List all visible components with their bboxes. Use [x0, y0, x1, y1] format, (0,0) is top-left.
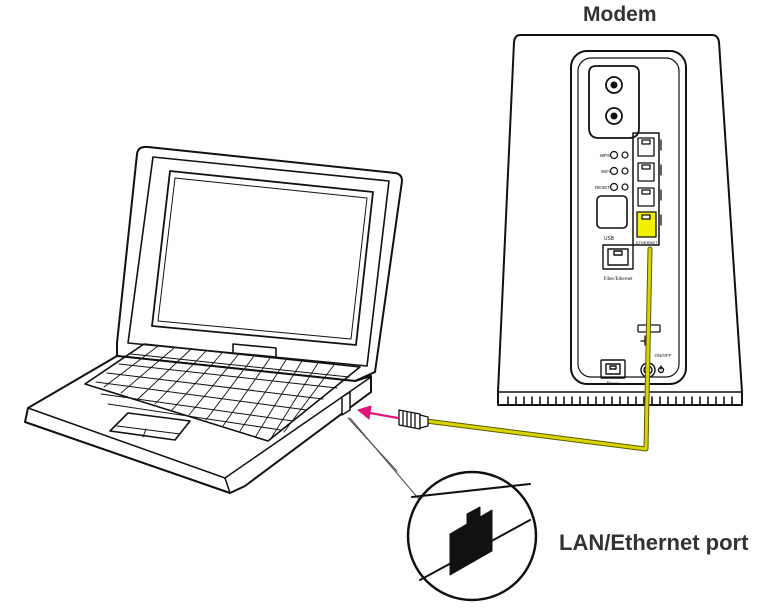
modem: WPS WiFi RESET ETHERNET USB: [497, 34, 743, 406]
indicator-label-wps: WPS: [600, 153, 610, 158]
touchpad: [109, 412, 191, 441]
modem-title: Modem: [583, 3, 657, 26]
zoom-callout: [347, 417, 538, 602]
power-label: ON/OFF: [655, 353, 672, 358]
modem-indicators: [609, 150, 629, 192]
lan-port-label: LAN/Ethernet port: [559, 530, 749, 555]
keyboard-rows: [95, 353, 350, 431]
ethernet-plug: [398, 409, 429, 430]
usb-label: USB: [604, 236, 615, 242]
pink-arrow-icon: [357, 405, 400, 420]
laptop-side-port: [341, 391, 351, 416]
indicator-label-wifi: WiFi: [601, 169, 610, 174]
phone-label: Phone: [607, 382, 620, 387]
keyboard-columns: [103, 345, 335, 441]
modem-square-button: [596, 195, 628, 229]
indicator-label-reset: RESET: [595, 185, 610, 190]
modem-lan-ports: [632, 132, 662, 246]
wan-port-label: ETHERNET: [636, 240, 658, 245]
modem-vents: [507, 396, 733, 406]
fiber-label: Fiber/Ethernet: [604, 277, 633, 282]
modem-screw-housing: [588, 65, 640, 139]
fiber-ethernet-port: [602, 244, 634, 270]
ethernet-port-icon: [449, 506, 493, 576]
ethernet-cable: [398, 246, 653, 452]
phone-port: [600, 359, 626, 379]
laptop: [24, 145, 403, 494]
